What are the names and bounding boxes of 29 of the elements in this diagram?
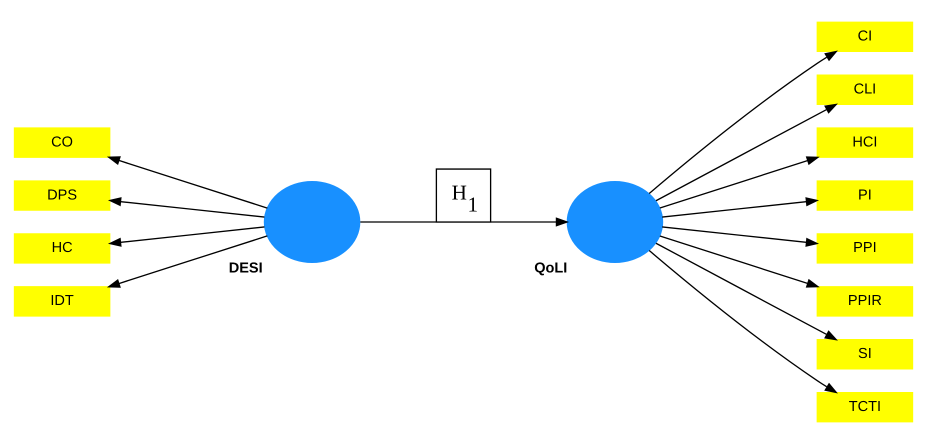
node-box: CLI: [816, 74, 913, 104]
arrow: [659, 234, 820, 288]
node-label: QoLI: [534, 260, 567, 276]
arrow: [662, 226, 819, 246]
arrow: [648, 250, 838, 393]
arrow: [662, 196, 819, 218]
arrow: [106, 156, 268, 208]
node-label: DESI: [228, 260, 262, 276]
node-box: HCI: [816, 126, 913, 158]
node-box: CI: [816, 21, 913, 52]
arrow: [655, 102, 838, 201]
node-box: PI: [816, 180, 913, 210]
arrow: [360, 216, 569, 226]
arrow: [107, 226, 264, 246]
node-box: TCTI: [816, 391, 913, 422]
node-box: HC: [13, 232, 110, 264]
node-box: PPI: [816, 232, 913, 264]
node-ellipse: [263, 180, 360, 262]
node-box: DPS: [13, 180, 110, 210]
arrow: [659, 156, 820, 208]
arrow: [107, 196, 264, 218]
node-box: IDT: [13, 286, 110, 316]
node-box: SI: [816, 338, 913, 369]
node-ellipse: [566, 180, 663, 262]
node-box: CO: [13, 126, 110, 158]
arrow: [648, 50, 838, 194]
arrow: [655, 242, 838, 340]
arrow: [106, 234, 268, 288]
node-box: PPIR: [816, 286, 913, 316]
